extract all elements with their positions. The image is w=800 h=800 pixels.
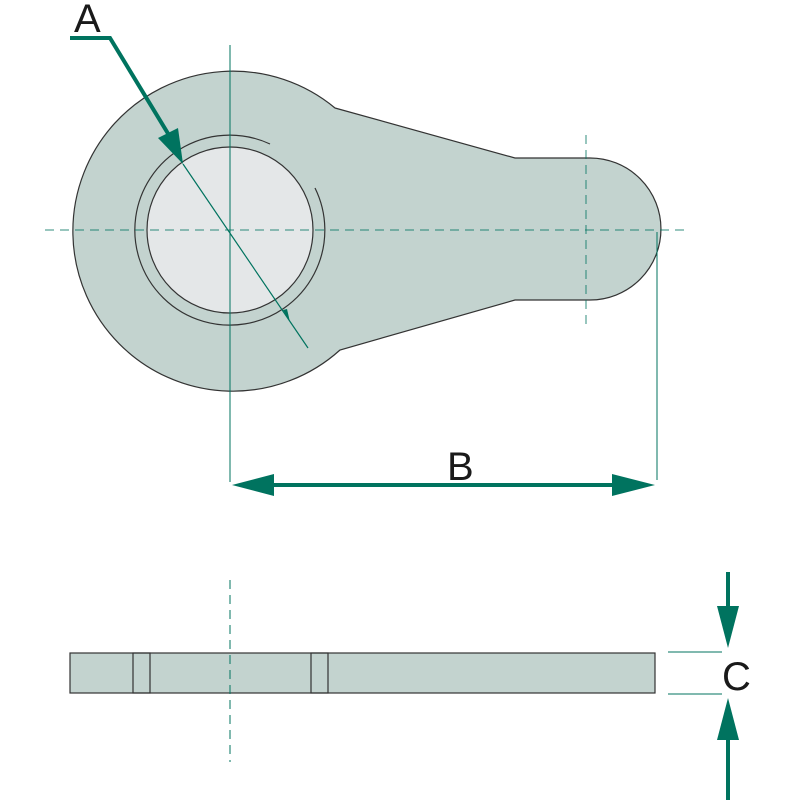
- leader-a: [70, 36, 180, 152]
- arrow-left-icon: [232, 474, 274, 496]
- arrow-down-icon: [717, 606, 739, 648]
- small-arrow-icon: [283, 309, 290, 322]
- arrow-a-icon: [158, 128, 183, 164]
- ring-groove-right: [310, 652, 329, 694]
- ring-groove-left: [132, 652, 151, 694]
- arrow-right-icon: [612, 474, 655, 496]
- label-a: A: [74, 0, 101, 41]
- label-b: B: [447, 445, 474, 489]
- label-c: C: [722, 655, 751, 699]
- diameter-line: [182, 163, 309, 349]
- lever-side-view: [69, 652, 656, 694]
- arrow-up-icon: [717, 698, 739, 740]
- retaining-ring-arc: [134, 134, 326, 326]
